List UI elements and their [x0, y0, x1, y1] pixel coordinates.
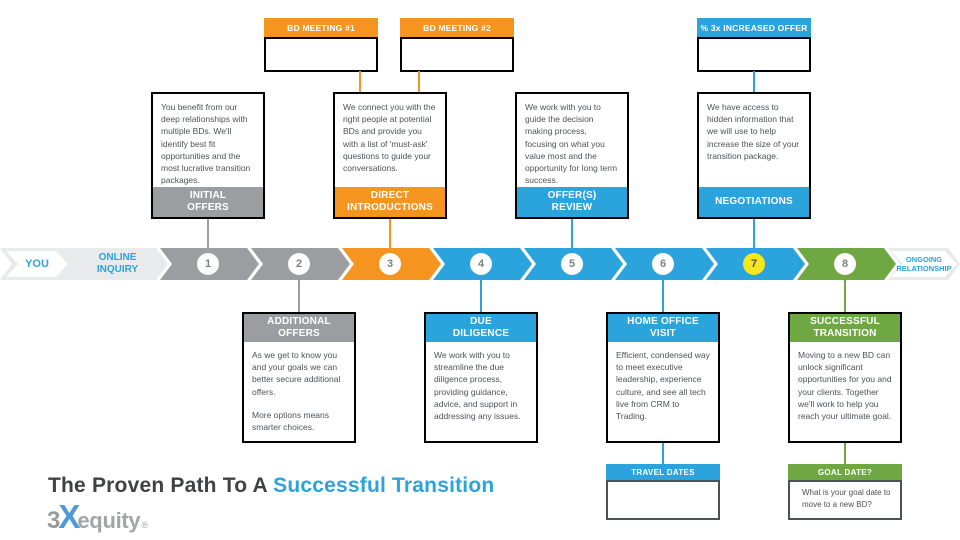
timeline-ongoing-label: ONGOING RELATIONSHIP	[896, 255, 952, 274]
page-title: The Proven Path To A Successful Transiti…	[48, 474, 494, 498]
connector-direct-to-step3	[389, 218, 391, 255]
connector-initial-to-step1	[207, 218, 209, 255]
step-number-3: 3	[379, 253, 401, 275]
step-box-direct-introductions: We connect you with the right people at …	[333, 92, 447, 219]
page-title-accent: Successful Transition	[273, 474, 495, 497]
callout-bd-meeting-2: BD MEETING #2	[400, 18, 514, 72]
connector-bd1-to-direct	[359, 71, 361, 93]
3xequity-logo: 3 X equity ®	[47, 498, 148, 536]
due-diligence-paragraph: We work with you to streamline the due d…	[434, 350, 521, 422]
callout-increased-offer-label: % 3x INCREASED OFFER	[697, 18, 811, 37]
step-text-direct-introductions: We connect you with the right people at …	[343, 102, 436, 174]
callout-bd-meeting-2-label: BD MEETING #2	[400, 18, 514, 37]
timeline-online-inquiry-label: ONLINE INQUIRY	[96, 252, 139, 275]
step-box-negotiations: We have access to hidden information tha…	[697, 92, 811, 219]
step-box-offers-review: We work with you to guide the decision m…	[515, 92, 629, 219]
step-text-negotiations: We have access to hidden information tha…	[707, 102, 800, 161]
step-number-1: 1	[197, 253, 219, 275]
step-number-4: 4	[470, 253, 492, 275]
step-text-initial-offers: You benefit from our deep relationships …	[161, 102, 251, 186]
timeline-you-label: YOU	[25, 258, 49, 270]
step-text-successful-transition: Moving to a new BD can unlock significan…	[790, 342, 900, 441]
step-label-offers-review: OFFER(S) REVIEW	[517, 187, 627, 217]
logo-3: 3	[47, 507, 61, 534]
callout-increased-offer: % 3x INCREASED OFFER	[697, 18, 811, 72]
step-text-due-diligence: We work with you to streamline the due d…	[426, 342, 536, 441]
connector-step6-to-home	[662, 279, 664, 312]
step-label-additional-offers: ADDITIONAL OFFERS	[244, 314, 354, 342]
callout-bd-meeting-1-label: BD MEETING #1	[264, 18, 378, 37]
step-number-7: 7	[743, 253, 765, 275]
home-office-visit-paragraph: Efficient, condensed way to meet executi…	[616, 350, 710, 422]
logo-equity: equity	[77, 508, 141, 533]
step-label-initial-offers: INITIAL OFFERS	[153, 187, 263, 217]
step-box-additional-offers: ADDITIONAL OFFERS As we get to know you …	[242, 312, 356, 443]
callout-increased-offer-field	[697, 37, 811, 72]
callout-bd-meeting-1: BD MEETING #1	[264, 18, 378, 72]
additional-offers-paragraph-1: As we get to know you and your goals we …	[252, 350, 341, 397]
callout-travel-dates: TRAVEL DATES	[606, 464, 720, 520]
logo-registered-mark: ®	[141, 520, 149, 530]
step-text-offers-review: We work with you to guide the decision m…	[525, 102, 618, 186]
successful-transition-paragraph: Moving to a new BD can unlock significan…	[798, 350, 892, 422]
connector-step4-to-due	[480, 279, 482, 312]
callout-travel-dates-label: TRAVEL DATES	[606, 464, 720, 480]
callout-bd-meeting-1-field	[264, 37, 378, 72]
step-number-6: 6	[652, 253, 674, 275]
step-label-due-diligence: DUE DILIGENCE	[426, 314, 536, 342]
callout-goal-date-label: GOAL DATE?	[788, 464, 902, 480]
callout-goal-date-text: What is your goal date to move to a new …	[788, 480, 902, 520]
connector-negotiations-to-step7	[753, 218, 755, 255]
step-number-2: 2	[288, 253, 310, 275]
step-text-home-office-visit: Efficient, condensed way to meet executi…	[608, 342, 718, 441]
callout-goal-date: GOAL DATE? What is your goal date to mov…	[788, 464, 902, 520]
connector-step2-to-additional	[298, 279, 300, 312]
connector-step8-to-successful	[844, 279, 846, 312]
step-label-successful-transition: SUCCESSFUL TRANSITION	[790, 314, 900, 342]
page-title-main: The Proven Path To A	[48, 474, 274, 497]
connector-successful-to-goal	[844, 434, 846, 464]
callout-travel-dates-field	[606, 480, 720, 520]
step-box-due-diligence: DUE DILIGENCE We work with you to stream…	[424, 312, 538, 443]
step-text-additional-offers: As we get to know you and your goals we …	[244, 342, 354, 441]
additional-offers-paragraph-2: More options means smarter choices.	[252, 409, 330, 433]
step-box-successful-transition: SUCCESSFUL TRANSITION Moving to a new BD…	[788, 312, 902, 443]
step-box-initial-offers: You benefit from our deep relationships …	[151, 92, 265, 219]
connector-offer-to-negotiations	[753, 71, 755, 93]
connector-home-to-travel	[662, 434, 664, 464]
step-label-direct-introductions: DIRECT INTRODUCTIONS	[335, 187, 445, 217]
connector-review-to-step5	[571, 218, 573, 255]
step-number-8: 8	[834, 253, 856, 275]
connector-bd2-to-direct	[418, 71, 420, 93]
callout-bd-meeting-2-field	[400, 37, 514, 72]
step-label-home-office-visit: HOME OFFICE VISIT	[608, 314, 718, 342]
step-box-home-office-visit: HOME OFFICE VISIT Efficient, condensed w…	[606, 312, 720, 443]
logo-x: X	[58, 498, 81, 535]
step-number-5: 5	[561, 253, 583, 275]
step-label-negotiations: NEGOTIATIONS	[699, 187, 809, 217]
